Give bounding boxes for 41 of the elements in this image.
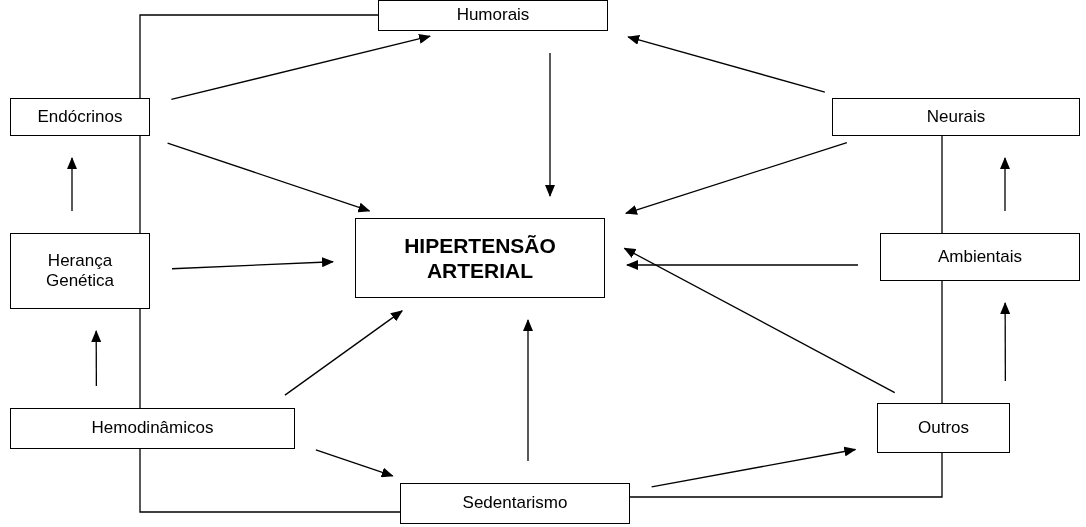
factor-label: Hemodinâmicos: [91, 418, 214, 439]
arrow: [315, 449, 394, 478]
arrow: [170, 34, 431, 101]
connector-line: [139, 448, 401, 513]
connector-line: [629, 452, 943, 498]
arrow: [545, 52, 555, 197]
factor-box: [877, 403, 1010, 453]
arrow: [1000, 157, 1010, 212]
connector-line: [941, 280, 943, 404]
factor-box: [880, 233, 1080, 281]
factor-label: Ambientais: [937, 246, 1023, 268]
central-box: [355, 218, 605, 298]
factor-box: [378, 0, 608, 31]
factor-box: [400, 483, 630, 524]
arrow: [651, 446, 857, 488]
arrow: [627, 35, 826, 93]
central-label: HIPERTENSÃO ARTERIAL: [403, 232, 557, 284]
connector-line: [139, 14, 379, 99]
factor-label: Endócrinos: [37, 106, 123, 128]
arrow: [1000, 302, 1011, 382]
connector-line: [139, 308, 141, 409]
factor-label: Herança Genética: [44, 250, 115, 292]
arrow: [623, 247, 896, 394]
factor-box: [832, 98, 1080, 136]
connector-line: [139, 135, 141, 234]
arrow: [523, 319, 533, 462]
factor-label: Outros: [918, 417, 969, 439]
factor-box: [10, 408, 295, 449]
factor-box: [10, 98, 150, 136]
arrow: [626, 260, 859, 270]
factor-box: [10, 233, 150, 309]
arrow: [284, 310, 403, 396]
factor-label: Neurais: [926, 106, 986, 128]
factor-label: Humorais: [456, 5, 530, 26]
factor-label: Sedentarismo: [462, 493, 568, 514]
arrow: [91, 330, 102, 387]
arrow: [67, 157, 77, 212]
connector-line: [941, 135, 943, 234]
arrow: [171, 257, 334, 270]
arrow: [166, 142, 371, 213]
arrow: [625, 142, 848, 215]
